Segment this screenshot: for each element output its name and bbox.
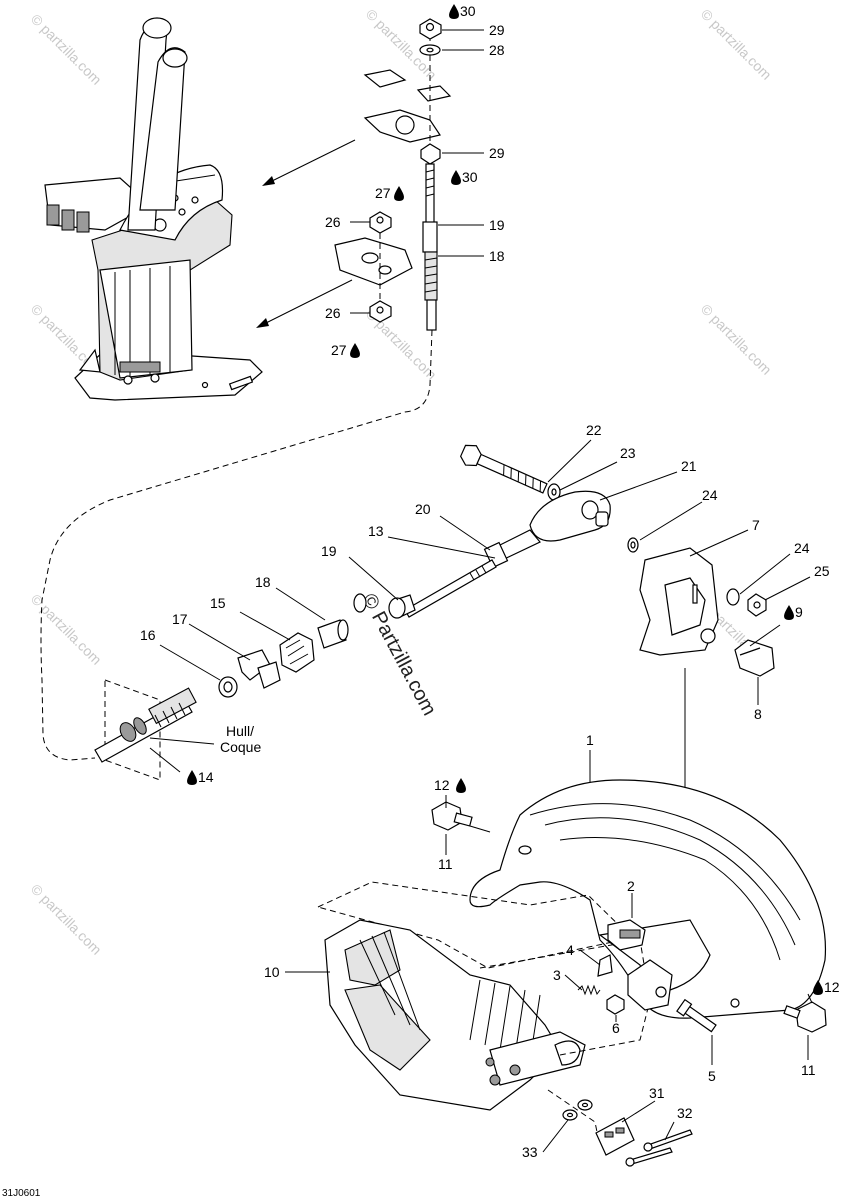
callout-22: 22 — [586, 422, 602, 438]
callout-labels: 30 29 28 29 30 27 26 19 18 26 27 22 23 2… — [140, 3, 840, 1160]
small-hardware — [431, 801, 827, 1033]
cable-linkage — [353, 444, 611, 619]
coque-label: Coque — [220, 739, 261, 755]
drop-icon — [451, 170, 461, 185]
watermark: © partzilla.com — [698, 6, 775, 83]
callout-11: 11 — [438, 856, 453, 872]
callout-3: 3 — [553, 967, 561, 983]
callout-20: 20 — [415, 501, 431, 517]
drop-icon — [449, 4, 459, 19]
callout-19: 19 — [321, 543, 337, 559]
callout-10: 10 — [264, 964, 280, 980]
drop-icons — [187, 4, 823, 995]
callout-4: 4 — [566, 942, 574, 958]
watermark: © partzilla.com — [698, 301, 775, 378]
callout-33: 33 — [522, 1144, 538, 1160]
cable-routing-line — [40, 329, 433, 761]
upper-cable-hardware — [334, 18, 452, 331]
hull-label: Hull/ — [226, 723, 254, 739]
callout-16: 16 — [140, 627, 156, 643]
drop-icon — [187, 770, 197, 785]
callout-32: 32 — [677, 1105, 693, 1121]
callout-18: 18 — [255, 574, 271, 590]
drop-icon — [784, 605, 794, 620]
watermark: © partzilla.com — [28, 591, 105, 668]
callout-5: 5 — [708, 1068, 716, 1084]
bracket-assembly — [627, 537, 775, 677]
plate-and-rivets — [547, 1089, 693, 1167]
callout-27: 27 — [375, 185, 391, 201]
callout-9: 9 — [795, 604, 803, 620]
callout-15: 15 — [210, 595, 226, 611]
callout-27: 27 — [331, 342, 347, 358]
callout-13: 13 — [368, 523, 384, 539]
throttle-control-illustration — [44, 17, 263, 401]
callout-23: 23 — [620, 445, 636, 461]
callout-25: 25 — [814, 563, 830, 579]
callout-14: 14 — [198, 769, 214, 785]
figure-code: 31J0601 — [2, 1188, 41, 1199]
callout-12: 12 — [824, 979, 840, 995]
callout-6: 6 — [612, 1020, 620, 1036]
drop-icon — [813, 980, 823, 995]
callout-26: 26 — [325, 305, 341, 321]
callout-24: 24 — [702, 487, 718, 503]
assembly-arrows — [256, 139, 356, 328]
callout-24: 24 — [794, 540, 810, 556]
callout-30: 30 — [462, 169, 478, 185]
drop-icon — [394, 186, 404, 201]
callout-1: 1 — [586, 732, 594, 748]
callout-29: 29 — [489, 22, 505, 38]
callout-7: 7 — [752, 517, 760, 533]
callout-26: 26 — [325, 214, 341, 230]
watermark: © partzilla.com — [363, 6, 440, 83]
watermark: © partzilla.com — [28, 11, 105, 88]
callout-29: 29 — [489, 145, 505, 161]
callout-11: 11 — [801, 1062, 816, 1078]
callout-30: 30 — [460, 3, 476, 19]
callout-28: 28 — [489, 42, 505, 58]
callout-8: 8 — [754, 706, 762, 722]
callout-2: 2 — [627, 878, 635, 894]
callout-21: 21 — [681, 458, 697, 474]
watermark: © partzilla.com — [28, 881, 105, 958]
callout-31: 31 — [649, 1085, 665, 1101]
drop-icon — [350, 343, 360, 358]
callout-12: 12 — [434, 777, 450, 793]
hull-fitting-parts — [94, 619, 349, 781]
housing-base-part-10 — [316, 881, 651, 1111]
leader-lines — [149, 29, 813, 1153]
callout-18: 18 — [489, 248, 505, 264]
callout-19: 19 — [489, 217, 505, 233]
drop-icon — [456, 778, 466, 793]
callout-17: 17 — [172, 611, 188, 627]
